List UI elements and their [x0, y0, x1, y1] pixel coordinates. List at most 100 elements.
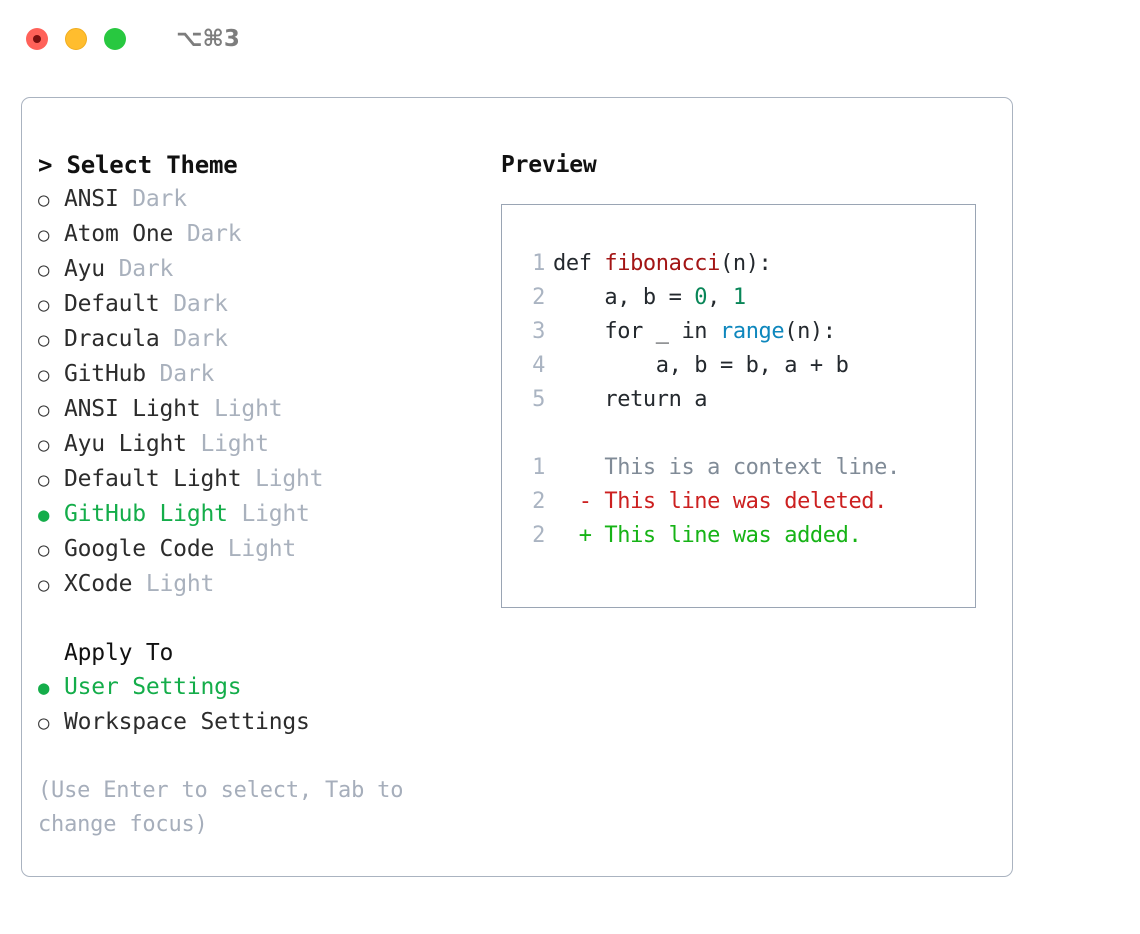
diff-text: This is a context line.	[604, 455, 900, 480]
line-number: 3	[532, 319, 545, 344]
select-theme-header: > Select Theme	[38, 151, 238, 179]
code-line: 3 for _ in range(n):	[519, 315, 975, 349]
theme-option-github[interactable]: GitHub Dark	[38, 357, 483, 392]
diff-text: This line was deleted.	[604, 489, 887, 514]
title-bar: ⌥⌘3	[0, 0, 1140, 78]
diff-line: 1 This is a context line.	[519, 451, 975, 485]
apply-to-label: Workspace Settings	[64, 709, 310, 735]
theme-option-xcode[interactable]: XCode Light	[38, 567, 483, 602]
close-icon	[33, 35, 41, 43]
theme-name: Ayu Light	[64, 431, 187, 457]
radio-selected-icon	[38, 497, 64, 532]
theme-option-ayu[interactable]: Ayu Dark	[38, 252, 483, 287]
theme-selector-dialog: > Select Theme ANSI DarkAtom One DarkAyu…	[21, 97, 1013, 877]
theme-option-ansi[interactable]: ANSI Dark	[38, 182, 483, 217]
line-number: 2	[532, 489, 545, 514]
apply-to-list[interactable]: User SettingsWorkspace Settings	[38, 670, 483, 740]
code-token: (n):	[720, 251, 772, 276]
theme-option-ansi-light[interactable]: ANSI Light Light	[38, 392, 483, 427]
theme-option-atom-one[interactable]: Atom One Dark	[38, 217, 483, 252]
theme-name: ANSI	[64, 186, 119, 212]
theme-option-dracula[interactable]: Dracula Dark	[38, 322, 483, 357]
code-line: 2 a, b = 0, 1	[519, 281, 975, 315]
theme-option-google-code[interactable]: Google Code Light	[38, 532, 483, 567]
radio-unselected-icon	[38, 567, 64, 602]
theme-option-default[interactable]: Default Dark	[38, 287, 483, 322]
apply-to-option-workspace-settings[interactable]: Workspace Settings	[38, 705, 483, 740]
theme-option-ayu-light[interactable]: Ayu Light Light	[38, 427, 483, 462]
theme-variant-label: Light	[255, 466, 324, 492]
theme-variant-label: Dark	[186, 221, 242, 247]
radio-unselected-icon	[38, 462, 64, 497]
theme-variant-label: Light	[241, 501, 310, 527]
theme-variant-label: Light	[145, 571, 215, 597]
preview-header: Preview	[501, 152, 597, 178]
code-token: for _ in	[553, 319, 720, 344]
diff-line: 2 - This line was deleted.	[519, 485, 975, 519]
line-number: 2	[532, 285, 545, 310]
code-token: a, b =	[553, 285, 695, 310]
line-number: 4	[532, 353, 545, 378]
code-line: 4 a, b = b, a + b	[519, 349, 975, 383]
code-line: 5 return a	[519, 383, 975, 417]
keyboard-shortcut-label: ⌥⌘3	[176, 26, 240, 52]
theme-option-default-light[interactable]: Default Light Light	[38, 462, 483, 497]
diff-marker	[553, 455, 604, 480]
theme-name: Default	[64, 291, 160, 317]
code-token: ,	[707, 285, 733, 310]
diff-line: 2 + This line was added.	[519, 519, 975, 553]
theme-name: GitHub	[64, 361, 146, 387]
list-spacer	[38, 602, 483, 636]
zoom-window-button[interactable]	[104, 28, 126, 50]
close-window-button[interactable]	[26, 28, 48, 50]
theme-variant-label: Light	[214, 396, 283, 422]
theme-name: Ayu	[64, 256, 105, 282]
theme-variant-label: Light	[227, 536, 297, 562]
line-number: 5	[532, 387, 545, 412]
code-token: a, b = b, a + b	[553, 353, 849, 378]
line-number: 1	[532, 455, 545, 480]
code-token: range	[720, 319, 785, 344]
theme-name: ANSI Light	[64, 396, 201, 422]
radio-unselected-icon	[38, 357, 64, 392]
code-token: fibonacci	[604, 251, 720, 276]
minimize-window-button[interactable]	[65, 28, 87, 50]
theme-name: Dracula	[64, 326, 160, 352]
radio-unselected-icon	[38, 217, 64, 252]
theme-name: Default Light	[64, 466, 242, 492]
theme-variant-label: Dark	[173, 291, 228, 317]
theme-variant-label: Light	[200, 431, 269, 457]
radio-unselected-icon	[38, 182, 64, 217]
diff-sample: 1 This is a context line.2 - This line w…	[519, 451, 975, 553]
apply-to-option-user-settings[interactable]: User Settings	[38, 670, 483, 705]
diff-marker: +	[553, 523, 605, 548]
theme-variant-label: Dark	[118, 256, 174, 282]
code-token: (n):	[784, 319, 836, 344]
line-number: 2	[532, 523, 545, 548]
theme-list[interactable]: ANSI DarkAtom One DarkAyu DarkDefault Da…	[38, 182, 483, 602]
theme-name: Google Code	[64, 536, 215, 562]
theme-name: GitHub Light	[64, 501, 228, 527]
apply-to-header: Apply To	[64, 640, 174, 666]
theme-option-github-light[interactable]: GitHub Light Light	[38, 497, 483, 532]
theme-name: XCode	[64, 571, 133, 597]
radio-selected-icon	[38, 670, 64, 705]
code-token: return a	[553, 387, 708, 412]
theme-variant-label: Dark	[132, 186, 187, 212]
code-diff-gap	[519, 417, 975, 451]
code-token: def	[553, 251, 605, 276]
traffic-light-buttons	[26, 28, 126, 50]
diff-marker: -	[553, 489, 605, 514]
radio-unselected-icon	[38, 532, 64, 567]
theme-variant-label: Dark	[159, 361, 215, 387]
radio-unselected-icon	[38, 252, 64, 287]
radio-unselected-icon	[38, 705, 64, 740]
apply-to-label: User Settings	[64, 674, 242, 700]
radio-unselected-icon	[38, 322, 64, 357]
diff-text: This line was added.	[604, 523, 862, 548]
